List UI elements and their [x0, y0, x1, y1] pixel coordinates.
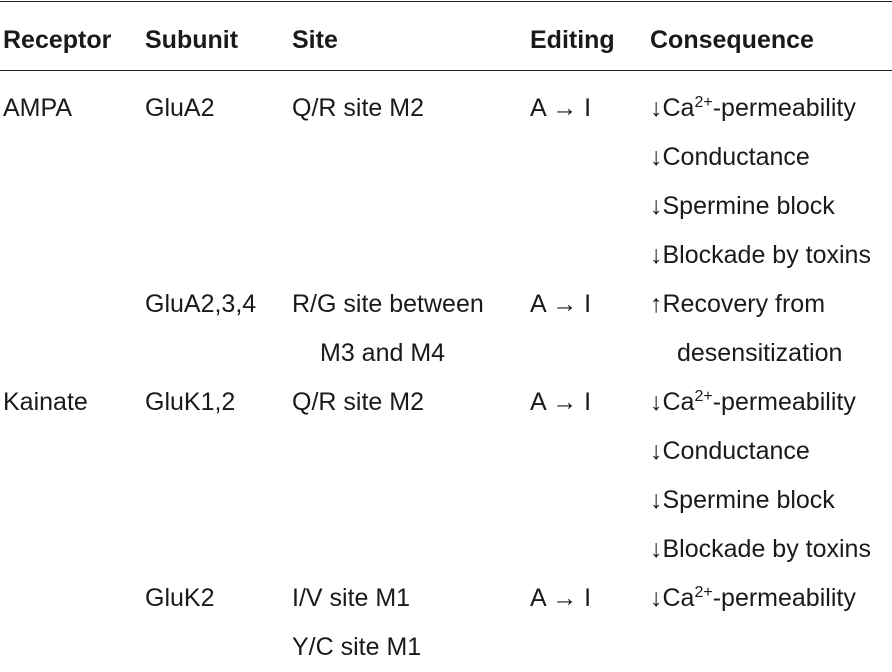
cell-receptor: AMPA [3, 84, 72, 133]
cell-text: I/V site M1 [292, 584, 411, 612]
cell-text: Q/R site M2 [292, 94, 424, 122]
cell-editing: A → I [530, 84, 591, 133]
cell-text: Y/C site M1 [292, 633, 422, 661]
table-header-rule [0, 70, 892, 71]
consequence-line: ↓Conductance [650, 437, 810, 465]
cell-editing: A → I [530, 378, 591, 427]
header-editing: Editing [530, 26, 615, 54]
table-top-rule [0, 1, 892, 2]
consequence-line: ↓Blockade by toxins [650, 241, 871, 269]
cell-editing: A → I [530, 574, 591, 623]
cell-subunit: GluK2 [145, 574, 214, 623]
consequence-line: ↓Conductance [650, 143, 810, 171]
header-site: Site [292, 26, 338, 54]
cell-text: A → I [530, 388, 592, 416]
cell-subunit: GluA2,3,4 [145, 280, 256, 329]
cell-site: I/V site M1 Y/C site M1 [292, 574, 421, 672]
cell-text: Q/R site M2 [292, 388, 424, 416]
consequence-line: desensitization [677, 339, 843, 367]
cell-text: GluA2,3,4 [145, 290, 257, 318]
cell-text: R/G site between [292, 290, 484, 318]
cell-text: GluK1,2 [145, 388, 236, 416]
cell-consequence: ↓Ca2+-permeability ↓Conductance ↓Spermin… [650, 84, 871, 280]
cell-consequence: ↓Ca2+-permeability [650, 574, 856, 623]
cell-text: M3 and M4 [320, 339, 446, 367]
header-consequence: Consequence [650, 26, 814, 54]
cell-text: GluK2 [145, 584, 215, 612]
cell-site: Q/R site M2 [292, 84, 424, 133]
consequence-line: ↓Spermine block [650, 486, 835, 514]
header-receptor: Receptor [3, 26, 112, 54]
cell-editing: A → I [530, 280, 591, 329]
cell-text: A → I [530, 94, 592, 122]
table-header-row: Receptor Subunit Site Editing Consequenc… [0, 22, 892, 58]
consequence-line: ↓Ca2+-permeability [650, 94, 856, 122]
consequence-line: ↓Ca2+-permeability [650, 388, 856, 416]
consequence-line: ↓Blockade by toxins [650, 535, 871, 563]
cell-site: R/G site between M3 and M4 [292, 280, 484, 378]
cell-text: AMPA [3, 94, 72, 122]
cell-text: GluA2 [145, 94, 215, 122]
cell-text: A → I [530, 584, 592, 612]
header-subunit: Subunit [145, 26, 239, 54]
cell-site: Q/R site M2 [292, 378, 424, 427]
cell-text: Kainate [3, 388, 88, 416]
cell-receptor: Kainate [3, 378, 88, 427]
consequence-line: ↑Recovery from [650, 290, 826, 318]
consequence-line: ↓Spermine block [650, 192, 835, 220]
cell-text: A → I [530, 290, 592, 318]
cell-consequence: ↓Ca2+-permeability ↓Conductance ↓Spermin… [650, 378, 871, 574]
cell-subunit: GluA2 [145, 84, 214, 133]
consequence-line: ↓Ca2+-permeability [650, 584, 856, 612]
cell-consequence: ↑Recovery from desensitization [650, 280, 842, 378]
cell-subunit: GluK1,2 [145, 378, 235, 427]
